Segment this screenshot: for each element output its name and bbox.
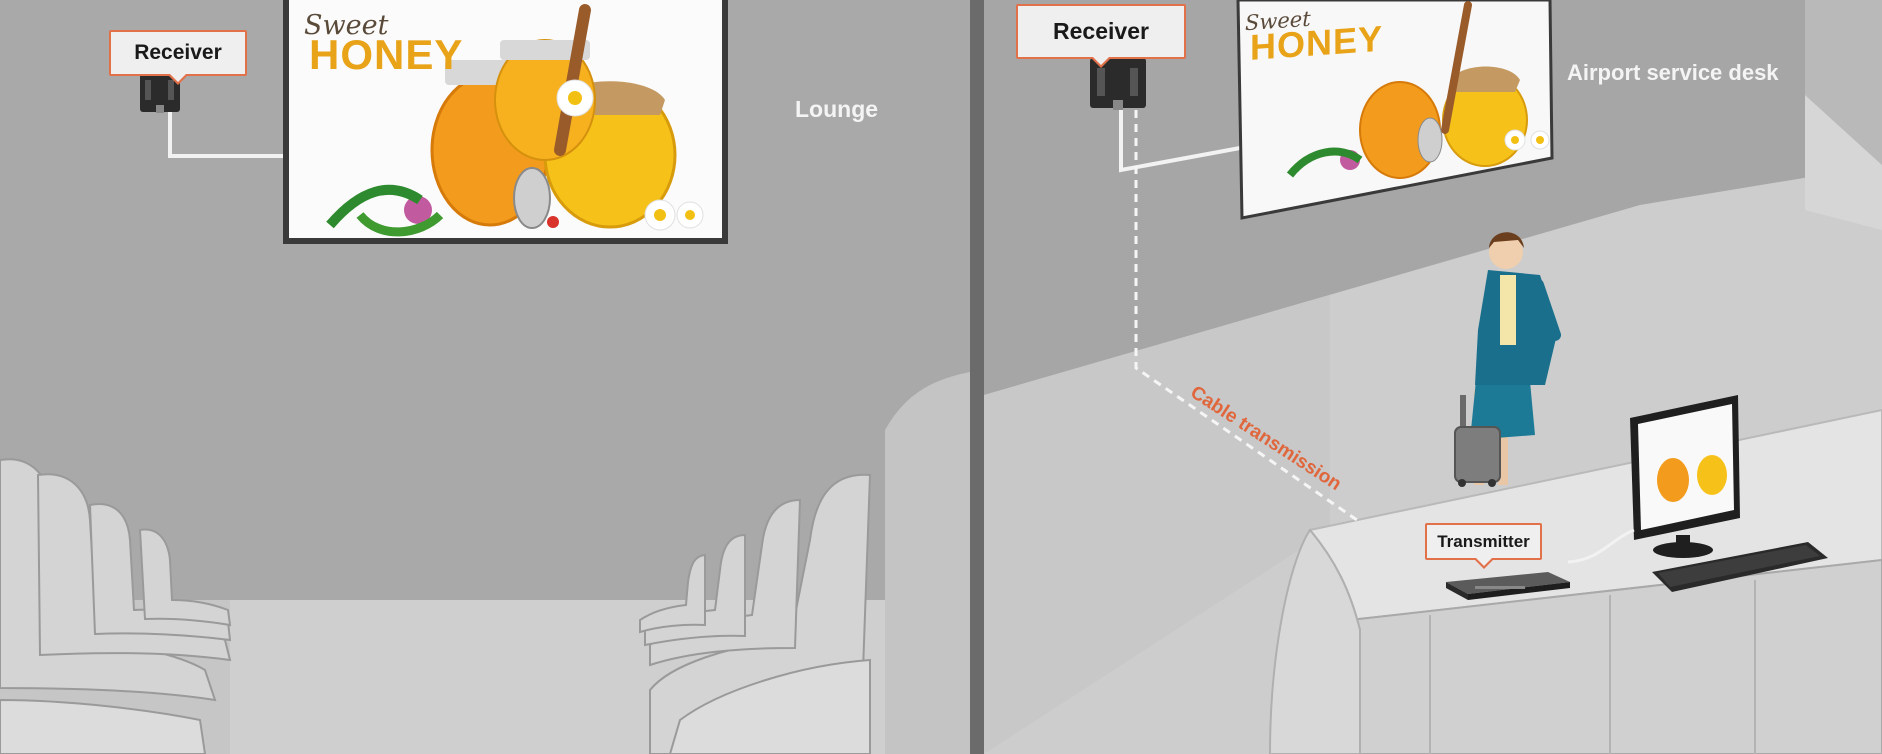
honey-jars-art [289,0,722,238]
service-desk-scene [984,0,1882,754]
transmitter-box-icon [1446,572,1570,600]
monitor-icon [1630,395,1740,558]
poster-brand-text: HONEY [1250,17,1384,68]
cable-path-line [1134,110,1358,522]
lounge-label: Lounge [795,96,879,122]
keyboard-icon [1652,542,1828,592]
poster-right: Sweet HONEY [1245,0,1395,75]
poster-script-text: Sweet [304,10,389,41]
lounge-scene [0,0,970,754]
poster-brand-text: HONEY [309,31,464,78]
hdmi-cable-line [168,112,285,158]
poster-left: Sweet HONEY [289,0,469,88]
transmitter-callout: Transmitter [1425,523,1542,569]
receiver-callout-right: Receiver [1016,4,1186,68]
seat-icon [0,458,232,754]
honey-jars-art [1286,1,1550,179]
service-desk-label: Airport service desk [1567,60,1779,85]
panel-divider [970,0,984,754]
suitcase-icon [1454,395,1501,487]
person-figure [1470,232,1561,485]
hdmi-cable-line [1119,110,1241,173]
receiver-box-icon [1090,58,1146,110]
receiver-callout-left: Receiver [109,30,247,85]
seat-icon [639,473,872,754]
